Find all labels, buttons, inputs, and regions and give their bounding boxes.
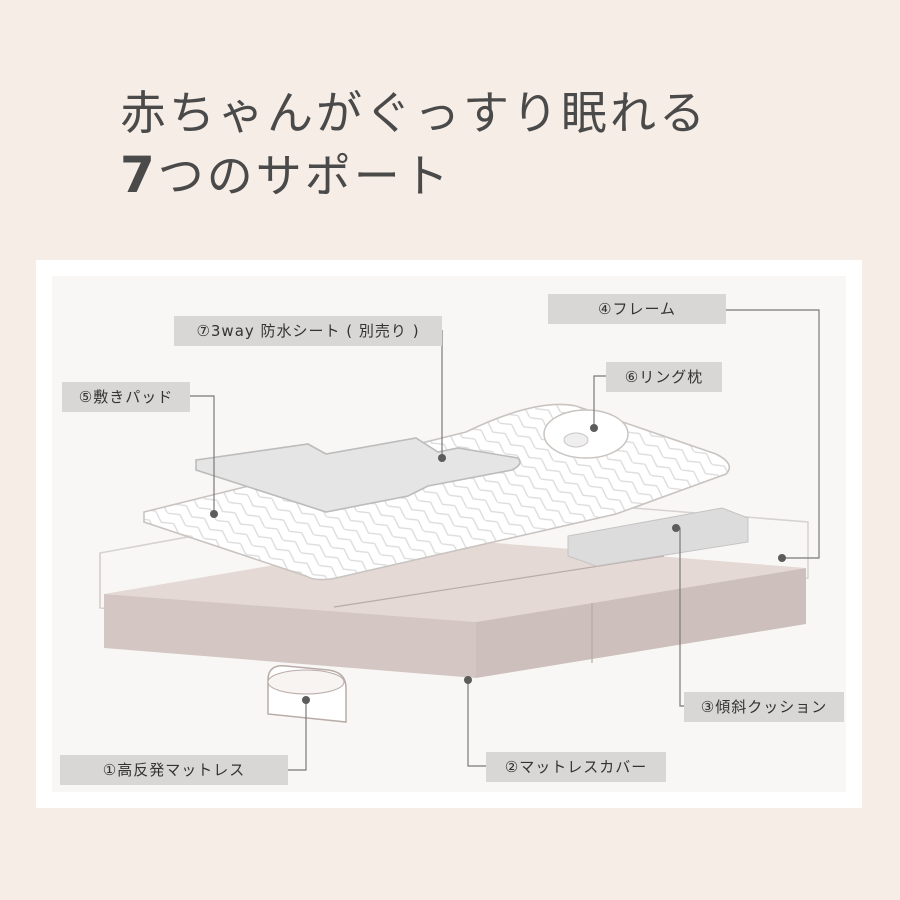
title-line-1: 赤ちゃんがぐっすり眠れる <box>120 86 708 140</box>
bed-illustration <box>99 309 820 771</box>
label-tilt-cushion: ③傾斜クッション <box>684 692 844 722</box>
tilt-cushion <box>567 507 749 567</box>
ring-pillow <box>543 409 629 459</box>
label-waterproof-sheet: ⑦3way 防水シート ( 別売り ) <box>174 316 442 346</box>
label-mattress: ①高反発マットレス <box>60 755 288 785</box>
title-number: 7 <box>120 146 158 204</box>
label-frame: ④フレーム <box>548 294 726 324</box>
page-title: 赤ちゃんがぐっすり眠れる 7つのサポート <box>120 82 708 207</box>
diagram-panel: ④フレーム ⑦3way 防水シート ( 別売り ) ⑥リング枕 ⑤敷きパッド ③… <box>36 260 862 808</box>
label-mattress-cover: ②マットレスカバー <box>486 752 666 782</box>
title-line-2: つのサポート <box>157 149 452 203</box>
leader-dots <box>210 424 786 704</box>
mattress-cover <box>104 538 806 678</box>
label-ring-pillow: ⑥リング枕 <box>606 362 722 392</box>
mattress-cutaway <box>267 665 347 723</box>
label-pad: ⑤敷きパッド <box>62 382 190 412</box>
